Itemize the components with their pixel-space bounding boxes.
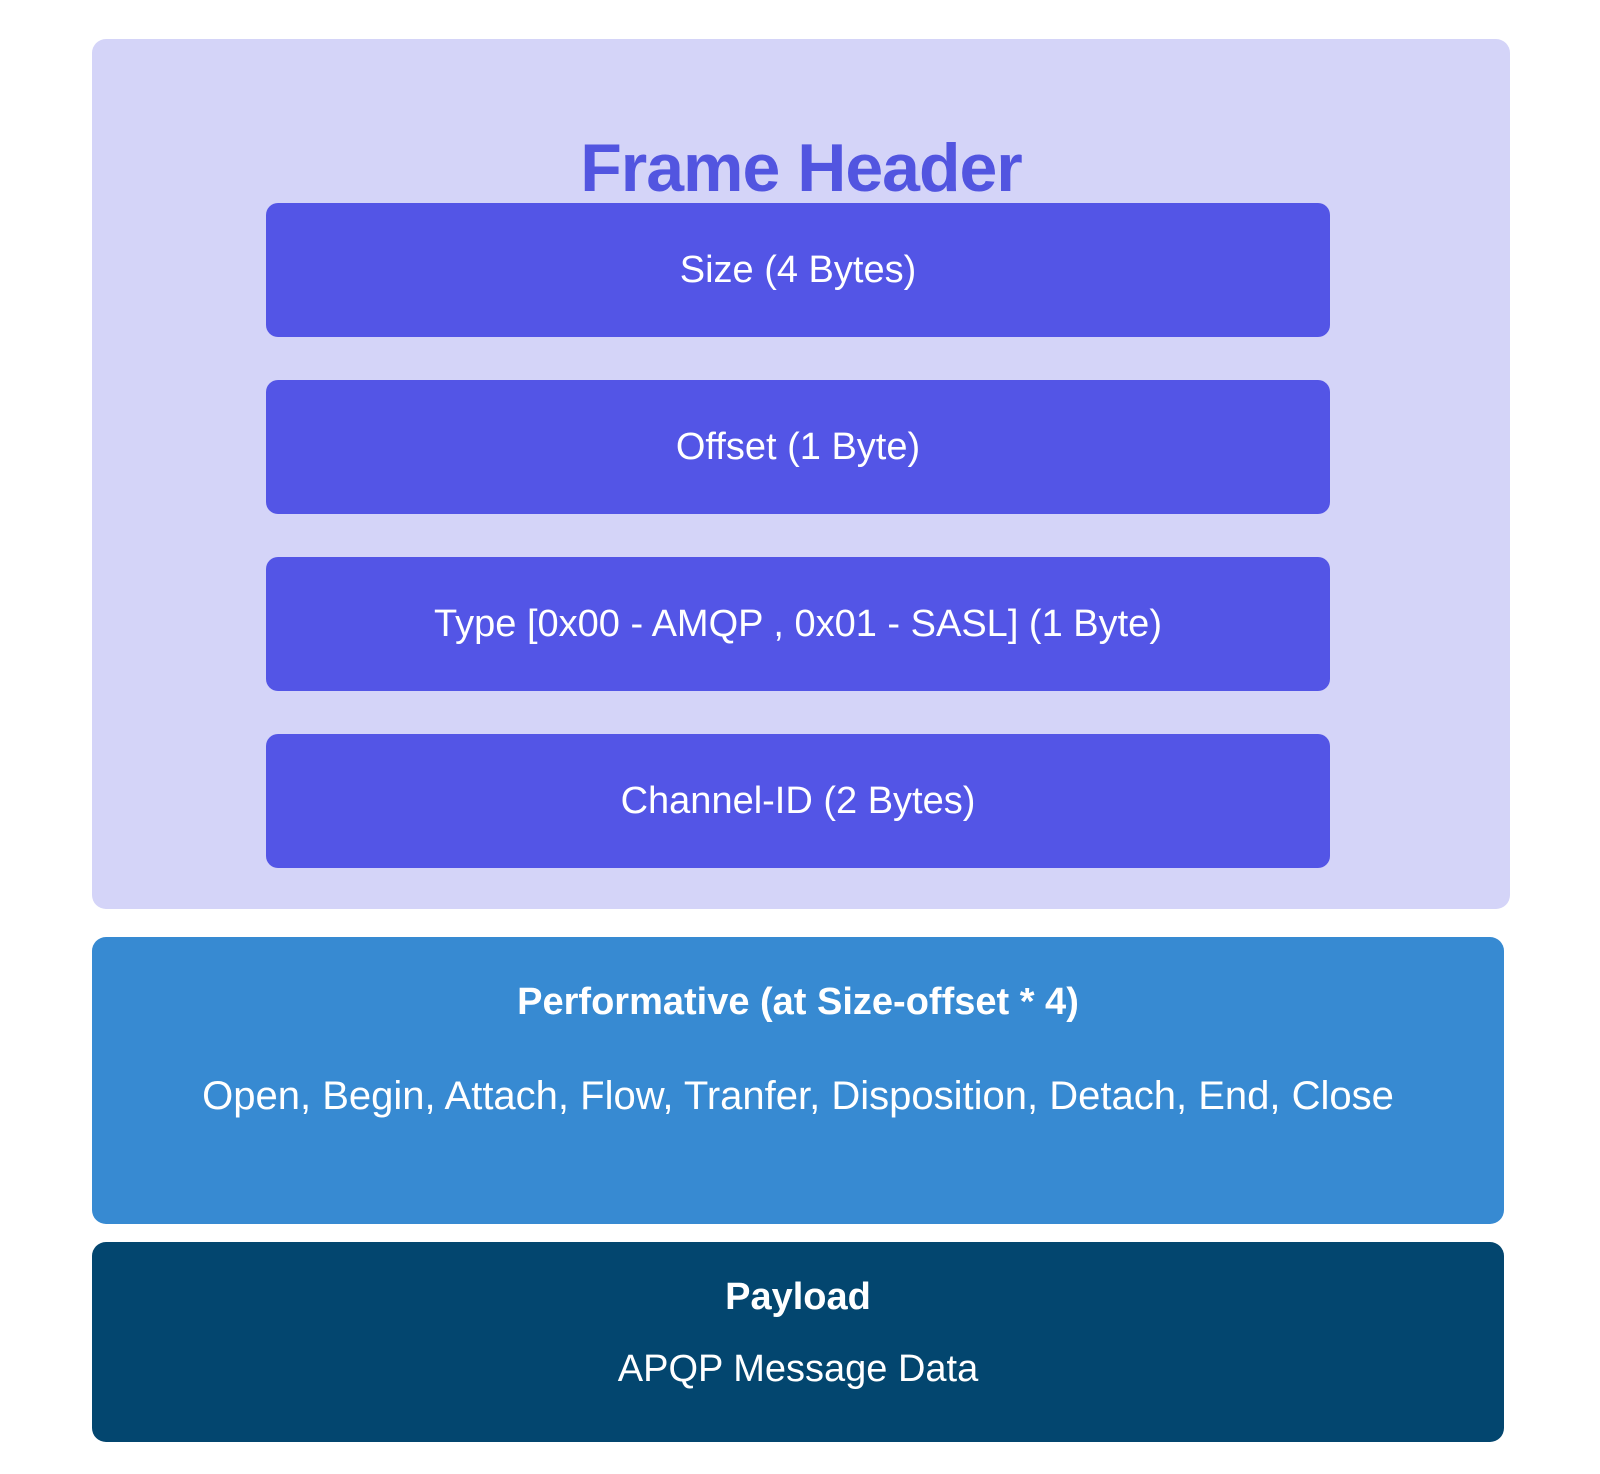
payload-description: APQP Message Data (617, 1348, 979, 1390)
performative-list: Open, Begin, Attach, Flow, Tranfer, Disp… (202, 1074, 1394, 1118)
performative-title: Performative (at Size-offset * 4) (517, 981, 1079, 1023)
frame-header-title: Frame Header (580, 130, 1023, 206)
field-channel-id-label: Channel-ID (2 Bytes) (620, 779, 976, 822)
field-offset-label: Offset (1 Byte) (675, 425, 921, 468)
field-size: Size (4 Bytes) (266, 203, 1330, 337)
payload-title: Payload (725, 1276, 871, 1318)
payload-section: Payload APQP Message Data (92, 1242, 1504, 1442)
performative-section: Performative (at Size-offset * 4) Open, … (92, 937, 1504, 1224)
field-type-label: Type [0x00 - AMQP , 0x01 - SASL] (1 Byte… (434, 602, 1162, 645)
field-offset: Offset (1 Byte) (266, 380, 1330, 514)
field-channel-id: Channel-ID (2 Bytes) (266, 734, 1330, 868)
frame-header-section: Frame Header Size (4 Bytes) Offset (1 By… (92, 39, 1510, 909)
field-type: Type [0x00 - AMQP , 0x01 - SASL] (1 Byte… (266, 557, 1330, 691)
field-size-label: Size (4 Bytes) (679, 248, 917, 291)
